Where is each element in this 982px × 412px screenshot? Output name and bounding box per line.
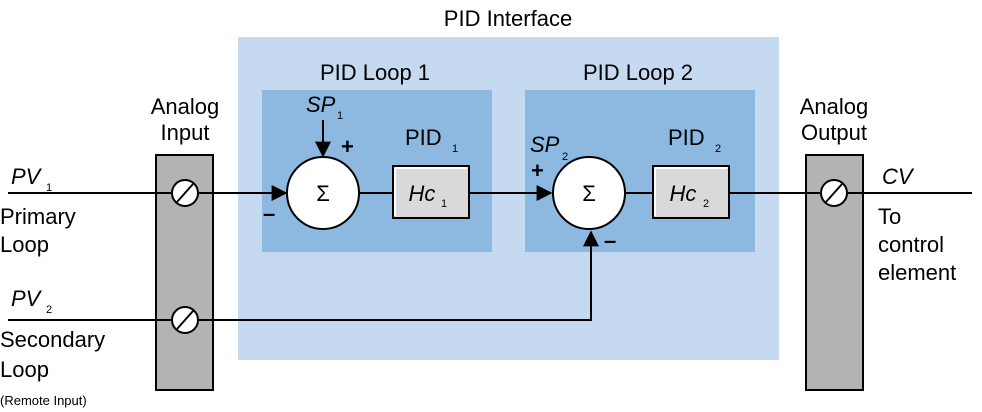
sum1-plus-sign: + (341, 134, 354, 159)
cv-desc-line1: To (878, 204, 901, 229)
pid-loop-2-title: PID Loop 2 (583, 60, 693, 85)
pv2-desc-line1: Secondary (0, 327, 105, 352)
pid2-label: PID (668, 125, 705, 150)
analog-input-label-line1: Analog (151, 94, 220, 119)
hc2-label: Hc (670, 181, 697, 206)
sum1-minus-sign: – (263, 201, 275, 226)
sp2-subscript: 2 (562, 151, 568, 163)
analog-output-label-line2: Output (801, 120, 867, 145)
sum-junction-2 (552, 156, 626, 230)
hc2-subscript: 2 (703, 198, 709, 210)
cv-desc-line3: element (878, 260, 956, 285)
pv1-desc-line1: Primary (0, 204, 76, 229)
pv2-note: (Remote Input) (0, 393, 87, 408)
pv2-to-sum2-line (198, 230, 599, 321)
pv2-label: PV (11, 286, 43, 311)
hc1-block (392, 165, 470, 219)
sum2-minus-sign: – (604, 228, 616, 253)
analog-input-terminal-1-icon (171, 179, 199, 207)
hc1-subscript: 1 (441, 198, 447, 210)
analog-output-label-line1: Analog (800, 94, 869, 119)
hc1-label: Hc (409, 181, 436, 206)
cv-desc-line2: control (878, 232, 944, 257)
pv1-subscript: 1 (46, 182, 52, 194)
pid1-subscript: 1 (452, 143, 458, 155)
sp1-subscript: 1 (337, 110, 343, 122)
hc2-block (652, 165, 730, 219)
pid-interface-title: PID Interface (444, 6, 572, 31)
cv-label: CV (882, 164, 915, 189)
pid1-label: PID (405, 125, 442, 150)
sum2-plus-sign: + (531, 158, 544, 183)
sum-junction-2-symbol: Σ (582, 181, 596, 206)
analog-input-label-line2: Input (161, 120, 210, 145)
analog-output-terminal-icon (820, 179, 848, 207)
sp1-label: SP (306, 92, 336, 117)
sum-junction-1-symbol: Σ (316, 181, 330, 206)
pv1-label: PV (11, 164, 43, 189)
pv2-desc-line2: Loop (0, 357, 49, 382)
pv2-subscript: 2 (46, 304, 52, 316)
analog-input-terminal-2-icon (171, 306, 199, 334)
pid-loop-1-title: PID Loop 1 (320, 60, 430, 85)
pid2-subscript: 2 (715, 143, 721, 155)
pv1-desc-line2: Loop (0, 232, 49, 257)
sum-junction-1 (286, 156, 360, 230)
sp2-label: SP (530, 132, 560, 157)
